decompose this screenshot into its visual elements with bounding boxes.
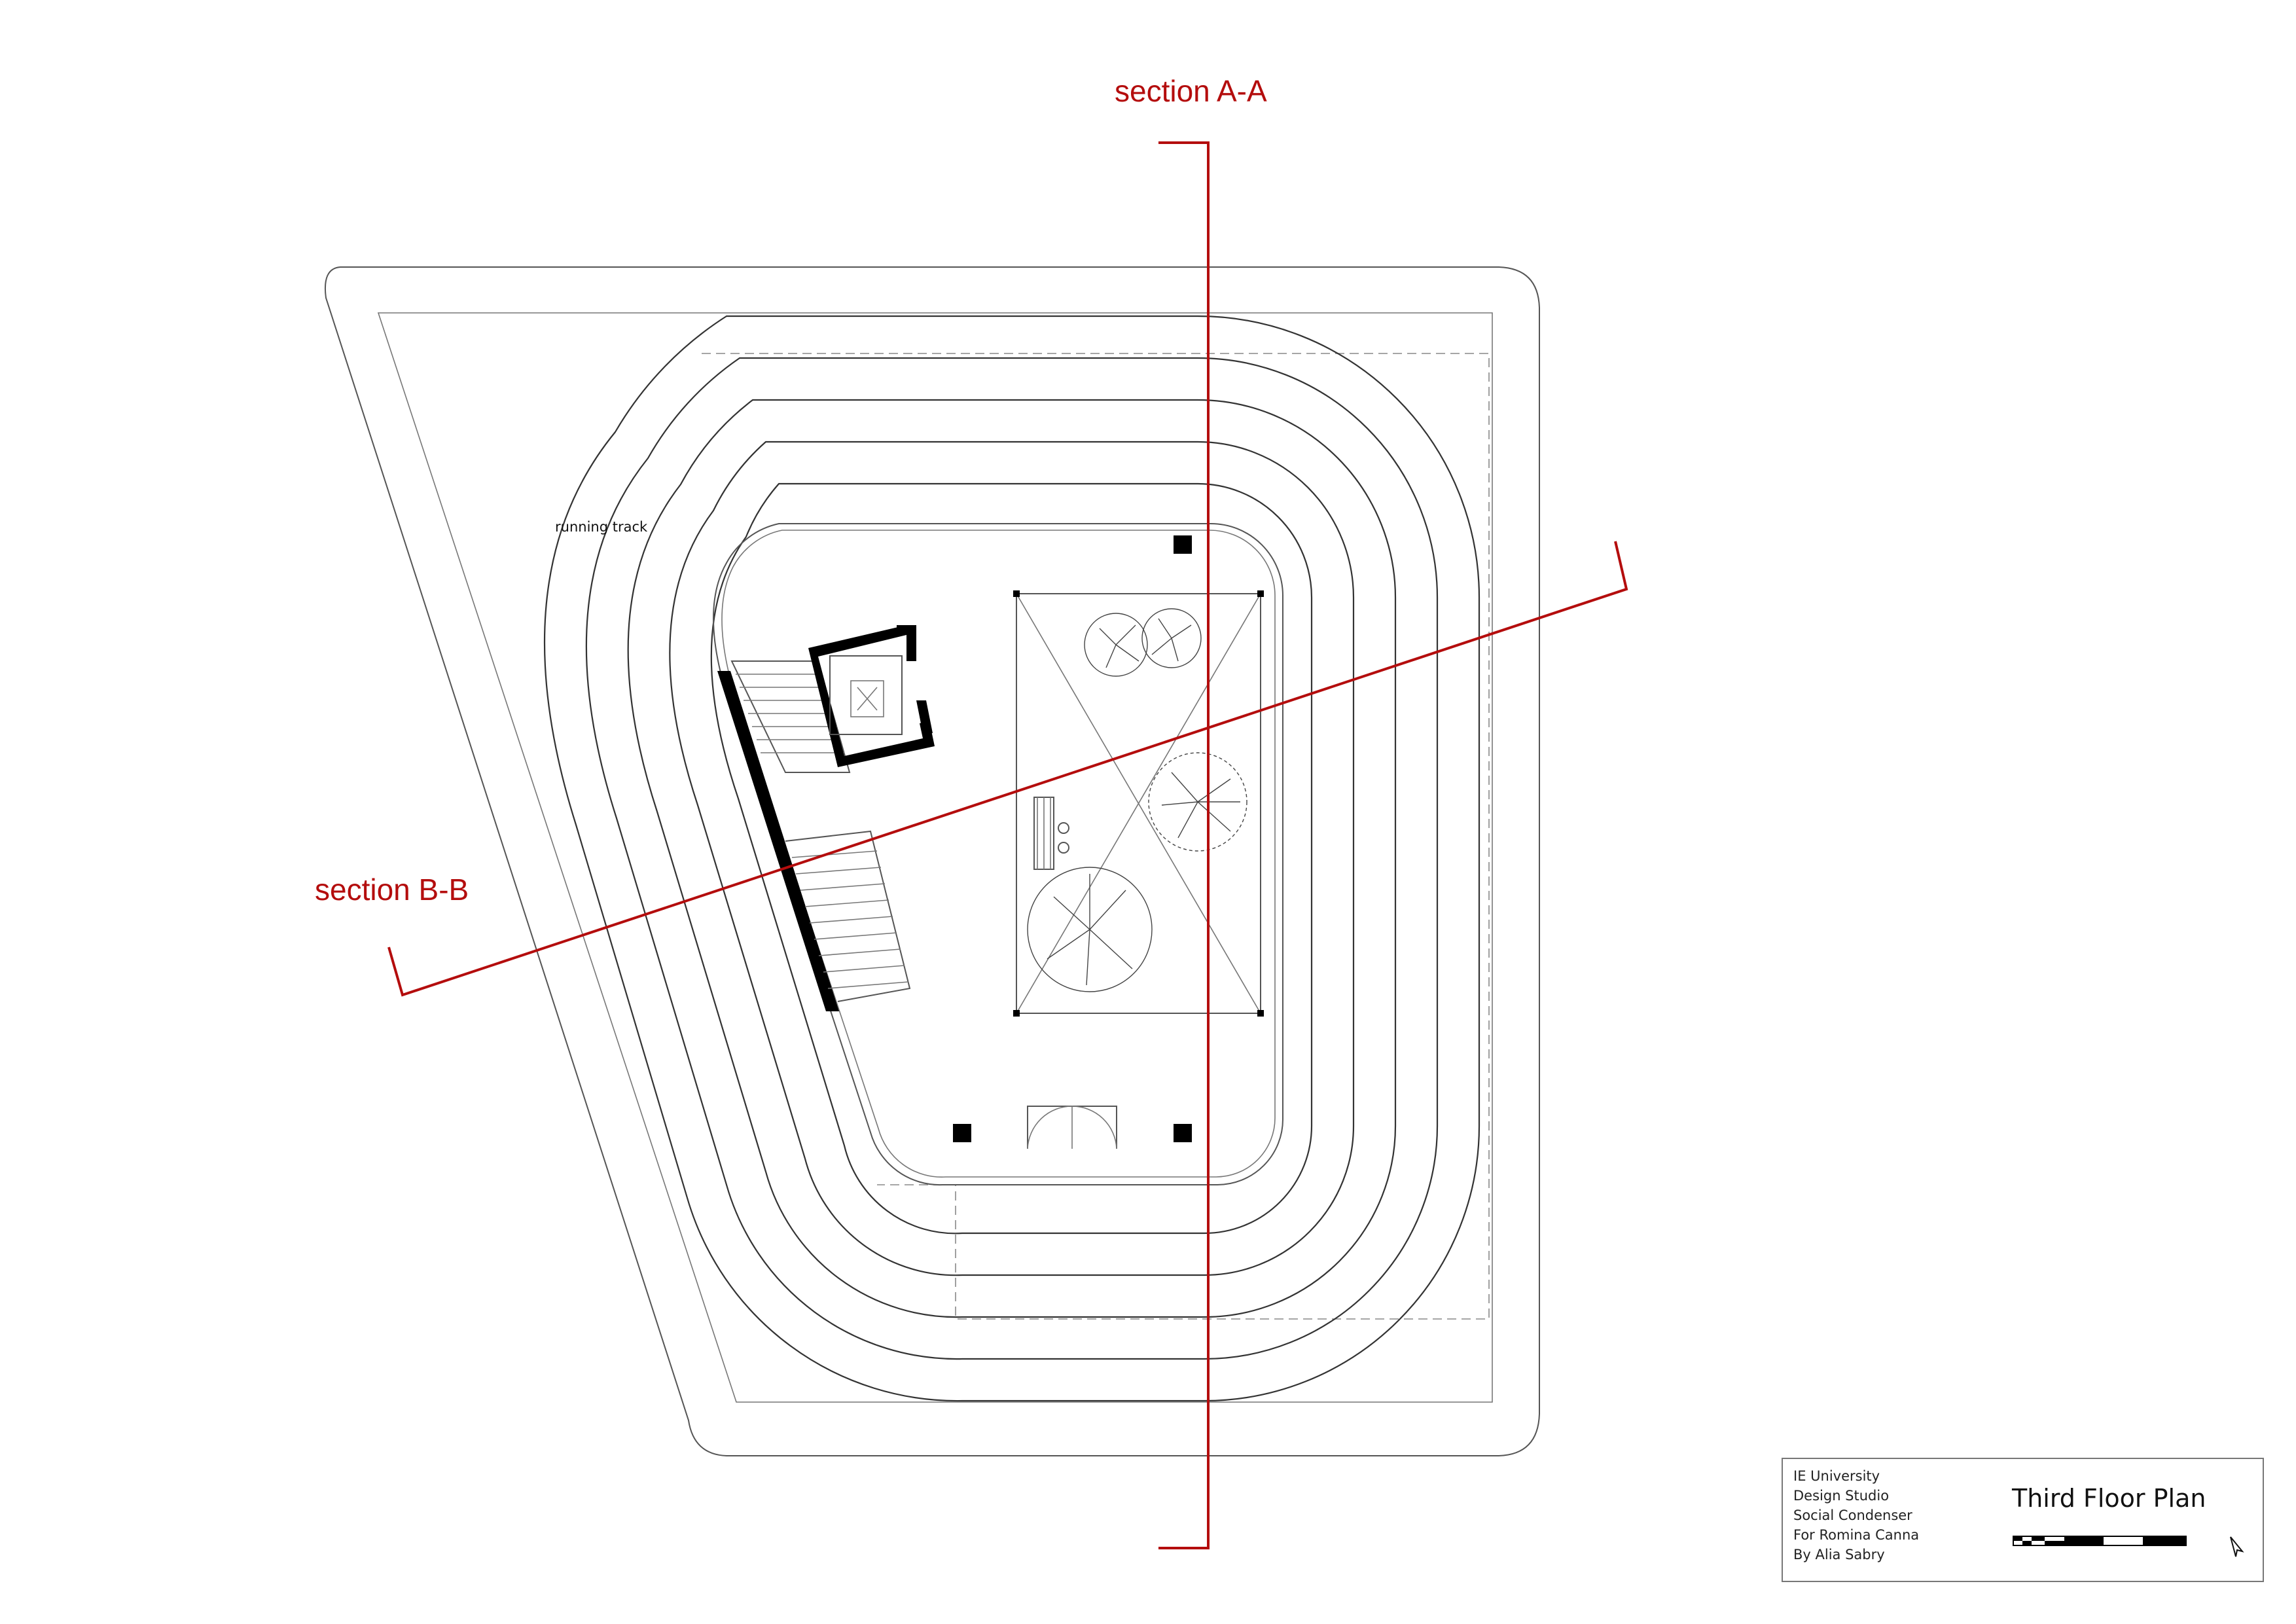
lift-core xyxy=(808,625,935,767)
tree-icon xyxy=(1084,608,1202,677)
section-a-label: section A-A xyxy=(1115,74,1267,108)
credit-institution: IE University xyxy=(1793,1468,1880,1484)
running-track xyxy=(543,315,1480,1402)
staircase xyxy=(717,660,911,1011)
drawing-title: Third Floor Plan xyxy=(2012,1484,2206,1513)
tree-icon xyxy=(1148,752,1247,852)
courtyard xyxy=(1013,590,1264,1017)
interior-enclosure xyxy=(713,523,1283,1186)
lift-icon xyxy=(850,680,884,717)
section-b-label: section B-B xyxy=(315,873,469,907)
north-arrow-icon xyxy=(2230,1536,2244,1557)
column xyxy=(1174,1124,1192,1142)
credit-project: Social Condenser xyxy=(1793,1507,1912,1523)
entry-doors xyxy=(1027,1106,1117,1149)
section-b-marker xyxy=(387,541,1628,997)
column xyxy=(1174,535,1192,554)
title-block: IE University Design Studio Social Conde… xyxy=(1782,1458,2264,1582)
section-a-marker xyxy=(1158,141,1210,1549)
scale-bar xyxy=(2013,1536,2187,1546)
site-boundary xyxy=(325,266,1540,1456)
column xyxy=(953,1124,971,1142)
running-track-label: running track xyxy=(555,519,648,535)
bench-icon xyxy=(1033,797,1069,870)
structural-columns xyxy=(953,535,1192,1142)
credit-author: By Alia Sabry xyxy=(1793,1547,1885,1562)
credit-studio: Design Studio xyxy=(1793,1488,1890,1504)
stair-treads-lower xyxy=(791,850,909,989)
credit-tutor: For Romina Canna xyxy=(1793,1527,1920,1543)
tree-icon xyxy=(1027,867,1153,992)
roof-outline xyxy=(702,353,1490,1320)
stair-treads-upper xyxy=(736,674,844,753)
